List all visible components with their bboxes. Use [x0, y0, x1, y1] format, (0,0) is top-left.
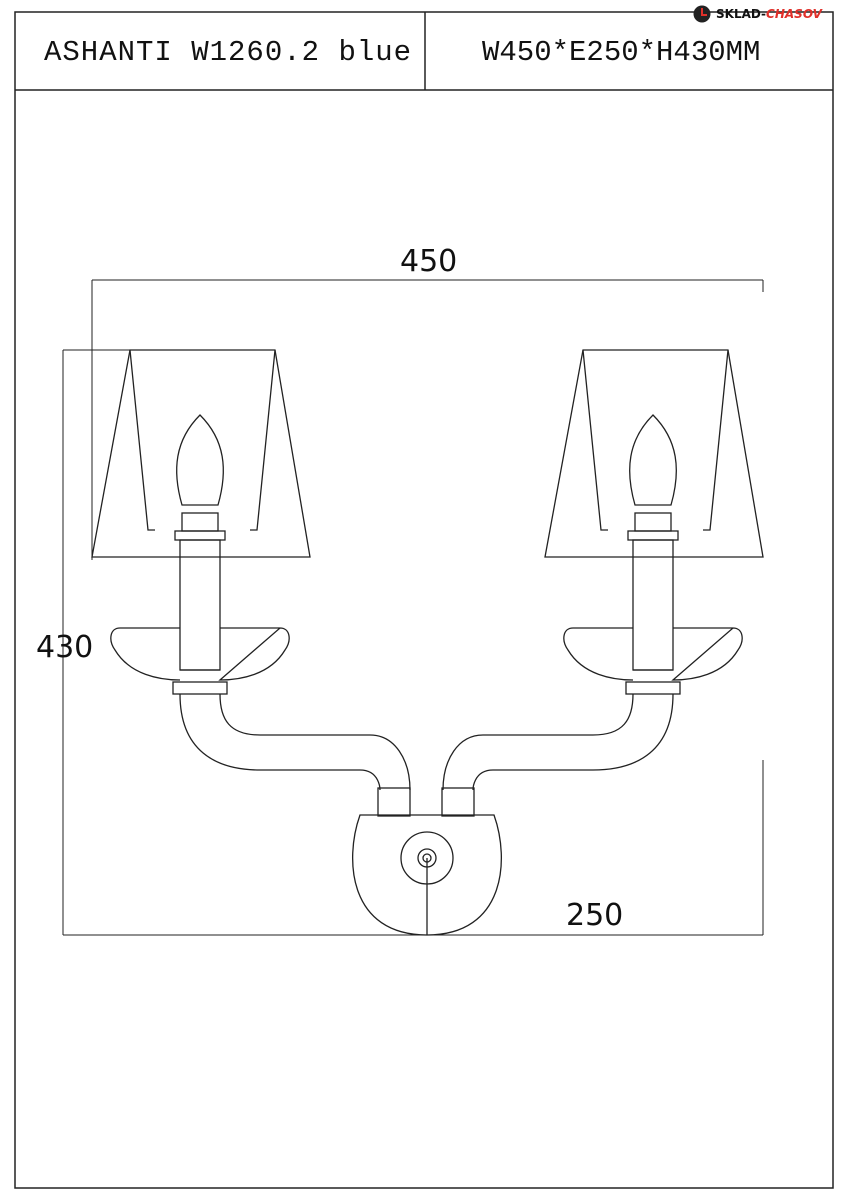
- arms: [179, 693, 674, 817]
- right-lamp: [544, 349, 764, 695]
- model-title: ASHANTI W1260.2 blue: [44, 36, 413, 69]
- height-dimension-label: 430: [36, 630, 94, 665]
- clock-icon: [693, 5, 711, 23]
- brand-logo: SKLAD-CHASOV: [692, 4, 822, 24]
- left-lamp: [91, 349, 311, 695]
- overall-dimensions: W450*E250*H430MM: [482, 36, 761, 69]
- frame-border: [14, 11, 834, 1189]
- logo-text-2: CHASOV: [766, 7, 822, 21]
- wall-backplate: [352, 814, 502, 936]
- depth-dimension-label: 250: [566, 898, 624, 933]
- dimension-lines: [62, 279, 764, 936]
- width-dimension-label: 450: [400, 244, 458, 279]
- logo-text-1: SKLAD-: [716, 7, 767, 21]
